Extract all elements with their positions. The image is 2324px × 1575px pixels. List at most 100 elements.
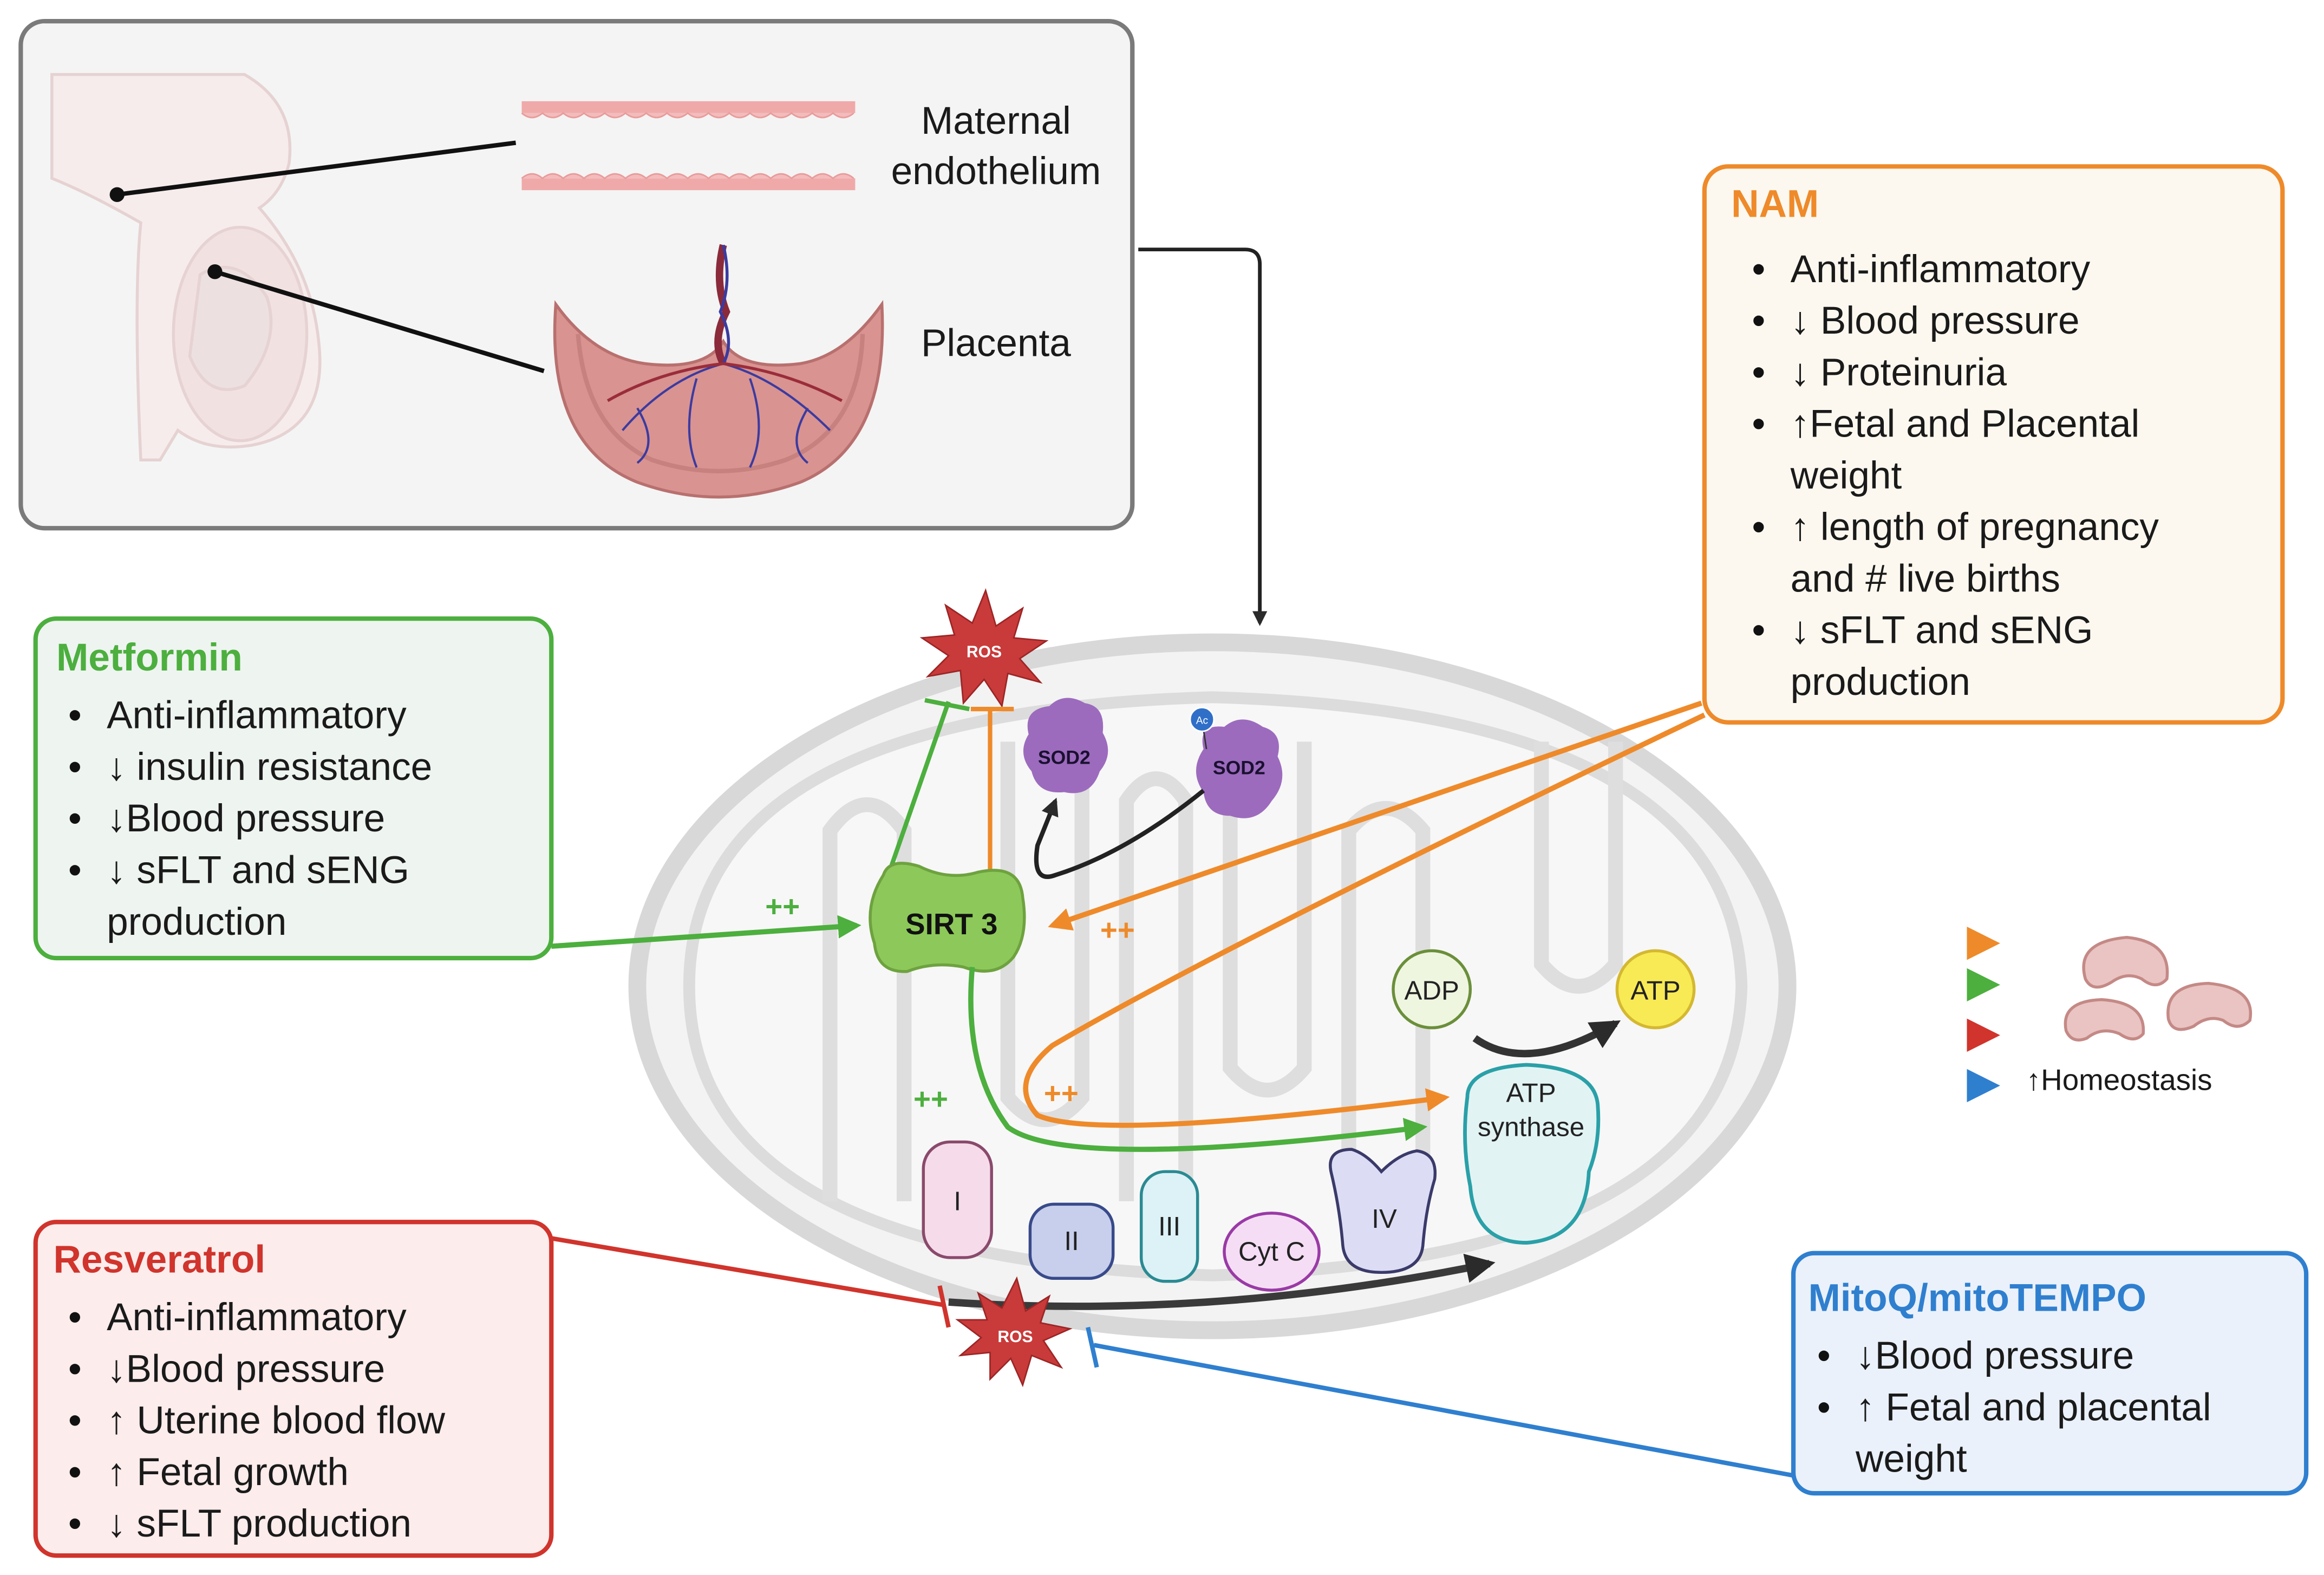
complex-3-shape (1139, 1170, 1199, 1283)
metformin-inhibits-ros-line (887, 701, 951, 873)
sod2-label-a: SOD2 (1038, 746, 1091, 768)
list-bullet: • (1752, 506, 1765, 549)
ros-bottom-burst-icon (955, 1276, 1073, 1388)
resveratrol-inhibition-bar (937, 1285, 951, 1328)
ros-bottom-label: ROS (997, 1328, 1033, 1346)
metformin-box: Metformin •Anti-inflammatory•↓ insulin r… (33, 616, 554, 961)
cytochrome-c-shape (1223, 1212, 1321, 1292)
resveratrol-box-frame (33, 1220, 554, 1558)
acetyl-label: Ac (1196, 715, 1209, 727)
ros-top-burst-icon (919, 588, 1049, 708)
nam-effect-item: ↓ Blood pressure (1791, 300, 2080, 342)
complex-2-shape (1028, 1202, 1115, 1280)
nam-box: NAM •Anti-inflammatory•↓ Blood pressure•… (1702, 164, 2285, 725)
cytochrome-c: Cyt C (1223, 1212, 1321, 1292)
list-bullet: • (68, 1348, 82, 1390)
nam-effect-item: ↓ Proteinuria (1791, 351, 2007, 394)
complex-2: II (1028, 1202, 1115, 1280)
metformin-to-sirt3-arrow (551, 915, 861, 949)
homeostasis-label: ↑Homeostasis (2026, 1063, 2212, 1097)
resveratrol-title: Resveratrol (54, 1238, 266, 1281)
nam-effect-item: production (1791, 661, 1970, 704)
homeostasis-outcome: ↑Homeostasis (1830, 926, 2253, 1103)
resveratrol-effect-item: ↑ Uterine blood flow (107, 1400, 446, 1442)
nam-effect-item: Anti-inflammatory (1791, 248, 2091, 291)
complex-1-label: I (954, 1186, 961, 1216)
mitoq-effect-item: ↓Blood pressure (1856, 1335, 2134, 1377)
list-bullet: • (1752, 403, 1765, 446)
list-bullet: • (1817, 1335, 1831, 1377)
sirt3: SIRT 3 (869, 862, 1026, 973)
nam-effect-item: weight (1790, 454, 1902, 497)
metformin-title: Metformin (56, 636, 243, 679)
complex-4: IV (1329, 1148, 1437, 1274)
metformin-plus-sirt3: ++ (765, 889, 800, 923)
placenta-icon (553, 244, 884, 499)
nam-box-frame (1702, 164, 2285, 725)
metformin-box-frame (33, 616, 554, 961)
sirt3-icon (869, 862, 1026, 973)
list-bullet: • (1752, 609, 1765, 652)
list-bullet: • (68, 746, 82, 789)
sirt3-to-atp-synthase-arrow (968, 967, 1428, 1152)
resveratrol-effect-item: ↑ Fetal growth (107, 1451, 349, 1494)
resveratrol-effect-item: ↓Blood pressure (107, 1348, 385, 1390)
resveratrol-effect-item: Anti-inflammatory (107, 1296, 407, 1339)
complex-4-label: IV (1372, 1204, 1397, 1234)
list-bullet: • (1752, 248, 1765, 291)
ros-top-label: ROS (967, 643, 1002, 661)
endothelium-label-line1: Maternal (921, 100, 1071, 142)
endothelium-pointer-line (116, 140, 517, 197)
mitoq-inhibits-ros-line (1093, 1343, 1794, 1478)
resveratrol-effect-item: ↓ sFLT production (107, 1502, 412, 1545)
atp-circle (1615, 949, 1696, 1030)
panel-to-mitochondrion-arrow (1138, 248, 1268, 626)
metformin-inhibition-bar (924, 698, 970, 712)
nam-effect-item: and # live births (1791, 557, 2060, 600)
metformin-effect-item: ↓ sFLT and sENG (107, 849, 409, 892)
atp-synthase-icon (1463, 1063, 1601, 1245)
atp-synthase-label-line1: ATP (1506, 1078, 1556, 1108)
nam-to-atp-synthase-arrow (1023, 712, 1706, 1128)
cytochrome-c-label: Cyt C (1238, 1236, 1305, 1266)
mitoq-inhibition-bar (1086, 1326, 1099, 1368)
nam-effect-item: ↑Fetal and Placental (1791, 403, 2140, 446)
sod2-label-b: SOD2 (1213, 757, 1265, 779)
mitoq-box: MitoQ/mitoTEMPO •↓Blood pressure•↑ Fetal… (1791, 1251, 2309, 1496)
list-bullet: • (68, 797, 82, 840)
deacetylation-arrow (1034, 789, 1205, 879)
complex-3-label: III (1158, 1212, 1180, 1241)
mitoq-box-frame (1791, 1251, 2309, 1496)
mitoq-effect-item: weight (1855, 1438, 1967, 1481)
complex-4-shape (1329, 1148, 1437, 1274)
atp-synthase: ATP synthase (1463, 1063, 1601, 1245)
resveratrol-effects-list: • Anti-inflammatory • ↓Blood pressure • ↑ Ute… (68, 1296, 446, 1545)
list-bullet: • (68, 1400, 82, 1442)
healthy-mitochondria-icon (2064, 935, 2253, 1042)
mitoq-effect-item: ↑ Fetal and placental (1856, 1386, 2211, 1429)
endothelium-label-line2: endothelium (891, 150, 1101, 193)
nam-effect-item: ↓ sFLT and sENG (1791, 609, 2093, 652)
resveratrol-box: Resveratrol • Anti-inflammatory • ↓Blood pr… (33, 1220, 554, 1558)
nam-to-sirt3-arrow (1048, 700, 1702, 931)
list-bullet: • (68, 1451, 82, 1494)
sod2-icon (1023, 698, 1108, 793)
nam-effect-item: ↑ length of pregnancy (1791, 506, 2159, 549)
pregnant-woman-icon (50, 73, 322, 462)
placenta-label: Placenta (921, 322, 1071, 365)
sirt3-label: SIRT 3 (905, 907, 997, 941)
sod2-icon (1196, 719, 1283, 818)
complex-3: III (1139, 1170, 1199, 1283)
metformin-effect-item: ↓Blood pressure (107, 797, 385, 840)
metformin-effect-item: ↓ insulin resistance (107, 746, 432, 789)
list-bullet: • (68, 849, 82, 892)
adp-to-atp-arrow (1472, 1020, 1621, 1058)
electron-flow-arrow (948, 1253, 1496, 1310)
complex-2-label: II (1064, 1226, 1079, 1256)
metformin-effects-list: •Anti-inflammatory•↓ insulin resistance•… (68, 694, 432, 943)
list-bullet: • (1752, 351, 1765, 394)
list-bullet: • (1752, 300, 1765, 342)
list-bullet: • (68, 1502, 82, 1545)
